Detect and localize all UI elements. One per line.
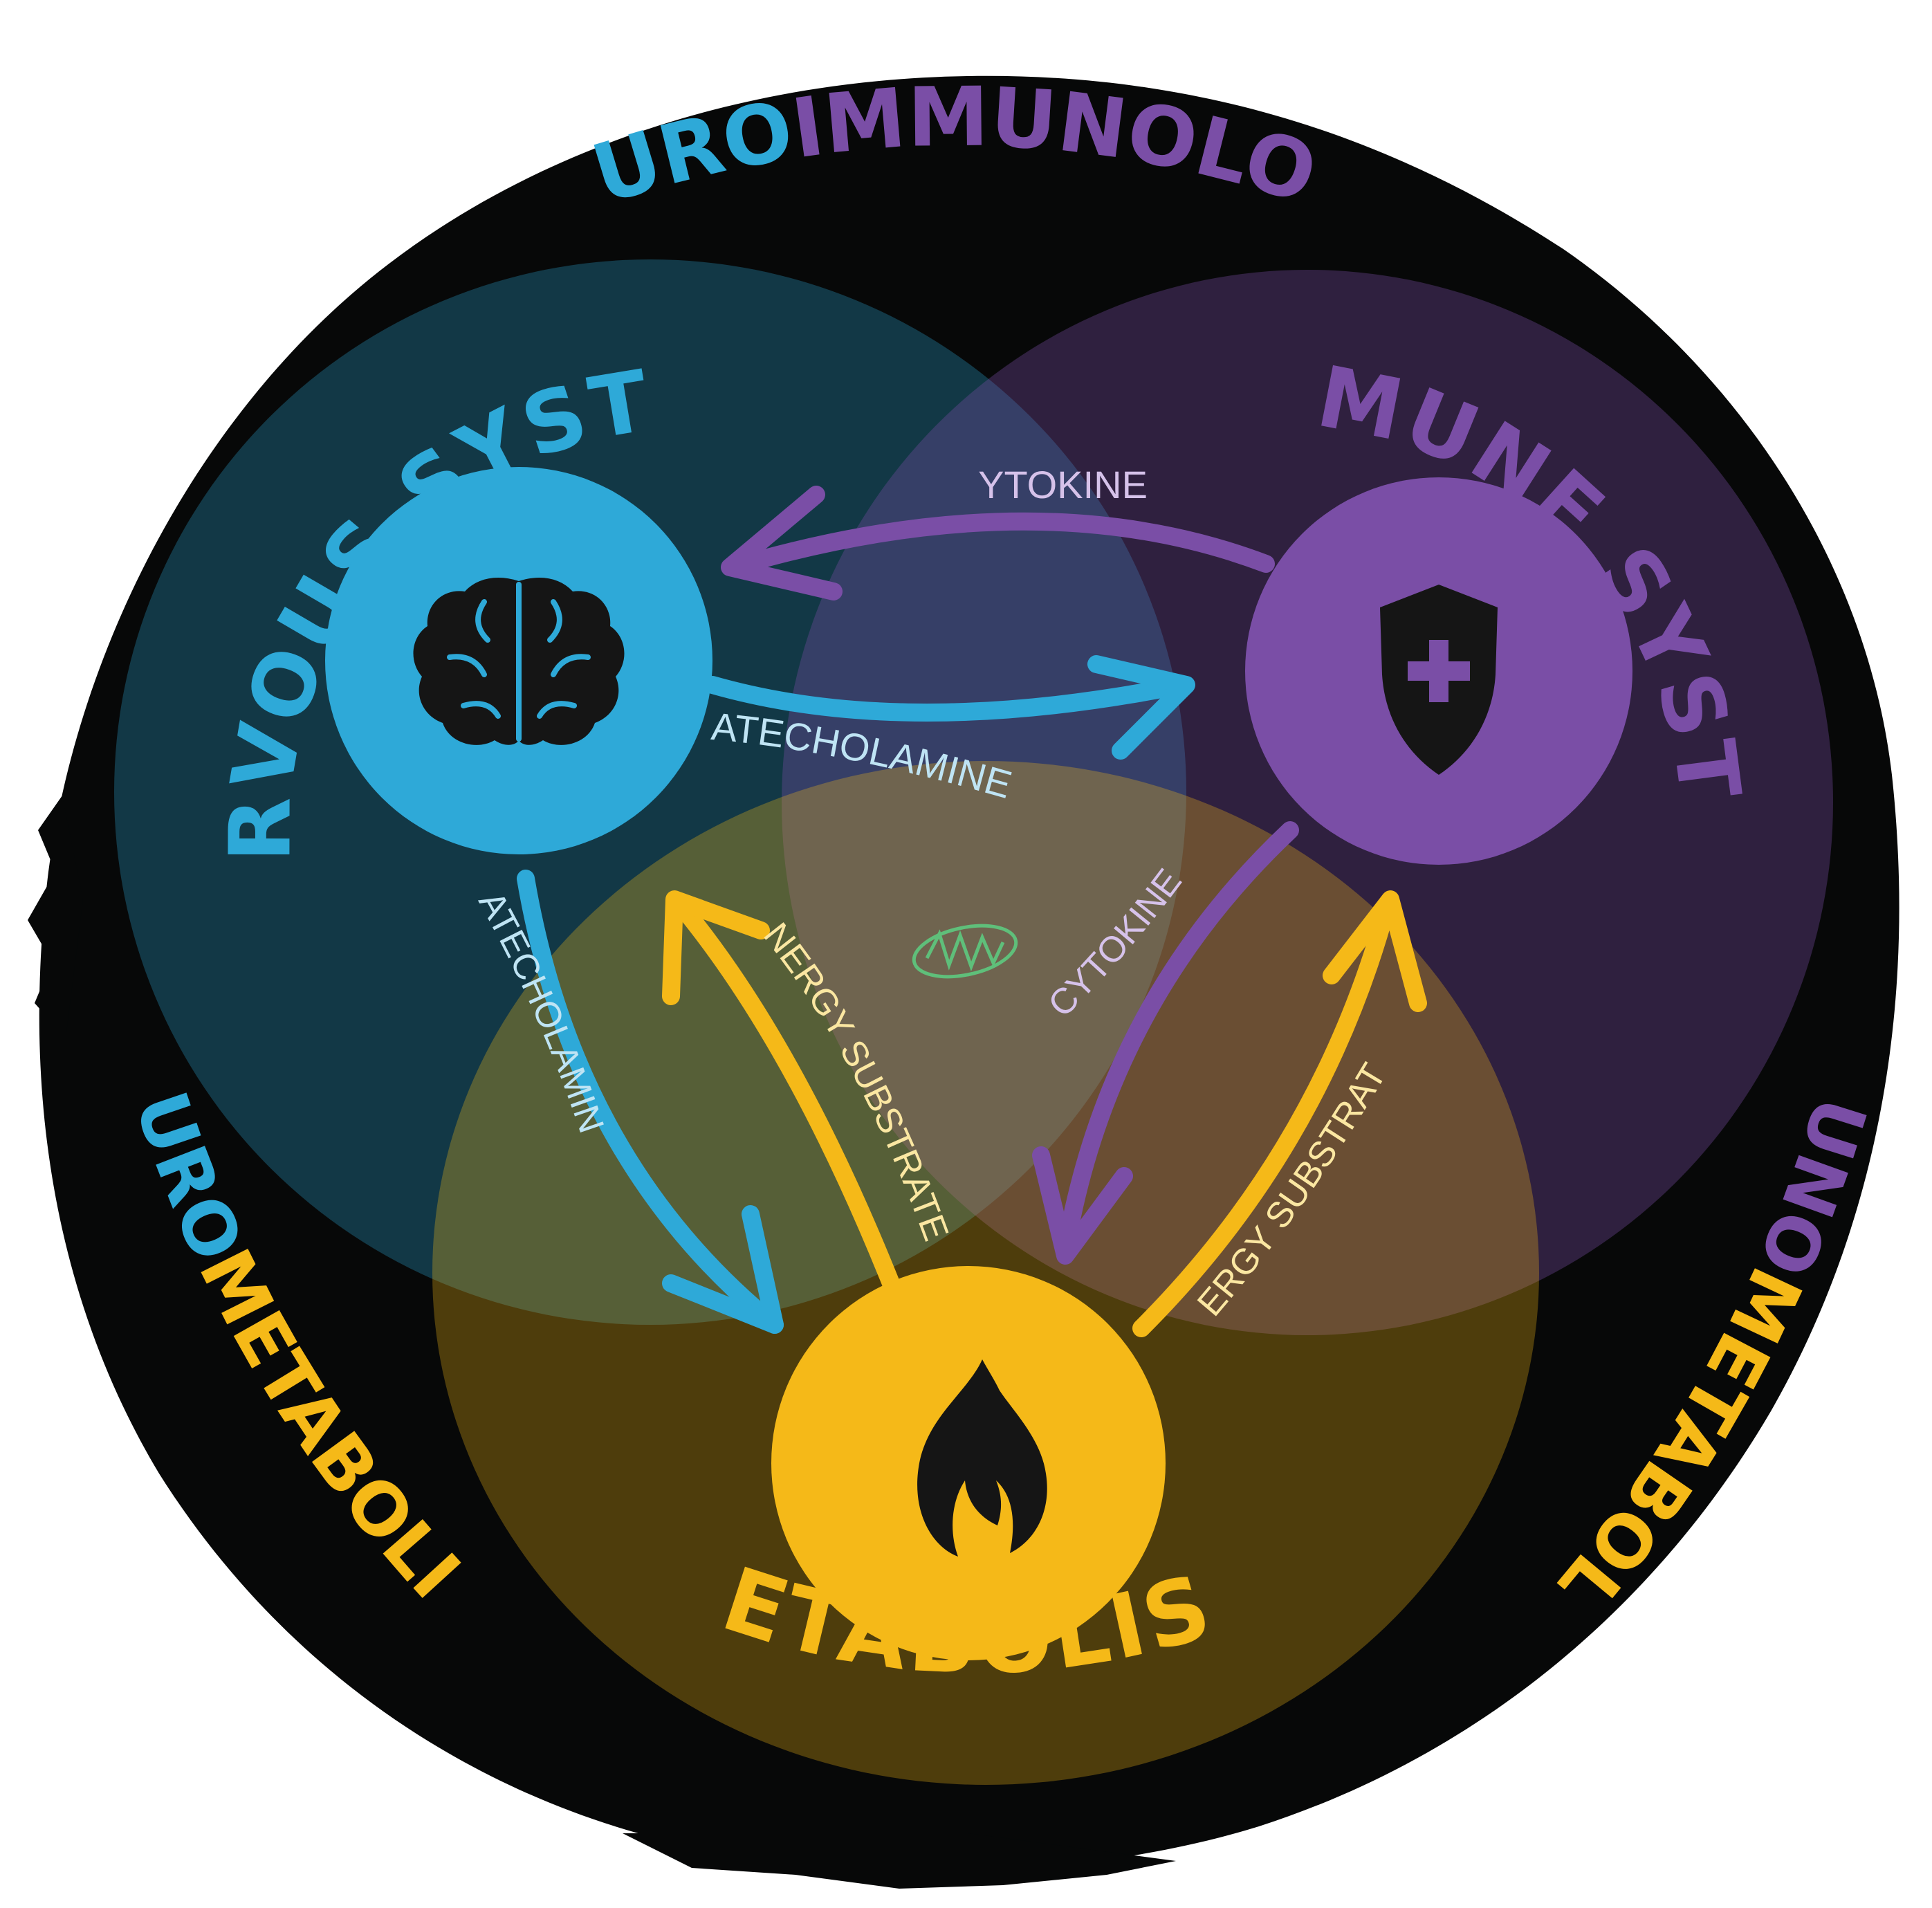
metabolism-node bbox=[771, 1266, 1166, 1660]
arrow-catecholamines-nervous-to-immune bbox=[703, 655, 1195, 760]
arrow-cytokines-immune-to-metabolism bbox=[1032, 821, 1299, 1265]
shield-plus-icon bbox=[1380, 585, 1498, 775]
nervous-system-node bbox=[325, 467, 712, 854]
plus-sign bbox=[1408, 640, 1470, 702]
mitochondrion-icon bbox=[912, 924, 1018, 979]
arrow-energy-substrates-metabolism-to-immune bbox=[1132, 890, 1427, 1337]
brush-edge-bottom bbox=[623, 1833, 1176, 1889]
brain-icon bbox=[413, 578, 625, 745]
immune-system-node bbox=[1245, 477, 1632, 865]
title-neuro: NEURO bbox=[0, 0, 800, 223]
arrow-cytokines-immune-to-nervous bbox=[721, 486, 1275, 600]
arrow-catecholamins-nervous-to-metabolism bbox=[517, 870, 784, 1334]
arrow-energy-substrates-metabolism-to-nervous bbox=[662, 890, 901, 1296]
brush-edge-left bbox=[28, 796, 83, 1038]
brain-folds bbox=[447, 582, 591, 742]
flame-icon bbox=[917, 1359, 1047, 1557]
